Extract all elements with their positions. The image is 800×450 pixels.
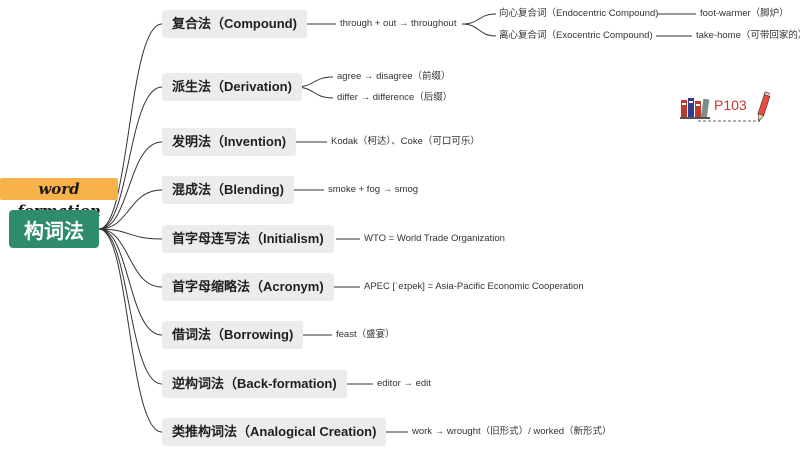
example-acronym: APEC [ˈeɪpek] = Asia-Pacific Economic Co… (364, 281, 584, 292)
example-exocentric: take-home（可带回家的） (696, 30, 800, 41)
pencil-icon (757, 91, 770, 123)
example-invention: Kodak（柯达）、Coke（可口可乐） (331, 136, 480, 147)
branch-analogical-creation[interactable]: 类推构词法（Analogical Creation) (162, 418, 387, 446)
branch-derivation[interactable]: 派生法（Derivation) (162, 73, 302, 101)
subtype-endocentric[interactable]: 向心复合词（Endocentric Compound) (499, 8, 659, 19)
branch-initialism[interactable]: 首字母连写法（Initialism) (162, 225, 334, 253)
branch-invention[interactable]: 发明法（Invention) (162, 128, 297, 156)
branch-blending[interactable]: 混成法（Blending) (162, 176, 294, 204)
example-initialism: WTO = World Trade Organization (364, 233, 505, 244)
branch-back-formation[interactable]: 逆构词法（Back-formation) (162, 370, 347, 398)
books-icon (680, 98, 710, 119)
example-blending: smoke + fog → smog (328, 184, 419, 195)
dashed-underline (698, 120, 760, 122)
example-derivation-prefix: agree → disagree（前缀） (337, 71, 451, 82)
example-borrowing: feast（盛宴） (336, 329, 395, 340)
branch-acronym[interactable]: 首字母缩略法（Acronym) (162, 273, 334, 301)
example-back-formation: editor → edit (377, 378, 431, 389)
example-analogical-creation: work → wrought（旧形式）/ worked（新形式） (412, 426, 612, 437)
example-endocentric: foot-warmer（脚炉） (700, 8, 789, 19)
page-number: P103 (714, 97, 747, 113)
page-reference: P103 (680, 91, 770, 125)
subtype-exocentric[interactable]: 离心复合词（Exocentric Compound) (499, 30, 653, 41)
word-formation-tag: word formation (0, 178, 118, 220)
example-compound: through + out → throughout (340, 18, 457, 29)
branch-borrowing[interactable]: 借词法（Borrowing) (162, 321, 304, 349)
branch-compound[interactable]: 复合法（Compound) (162, 10, 307, 38)
example-derivation-suffix: differ → difference（后缀） (337, 92, 453, 103)
root-node[interactable]: 构词法 (9, 210, 99, 248)
